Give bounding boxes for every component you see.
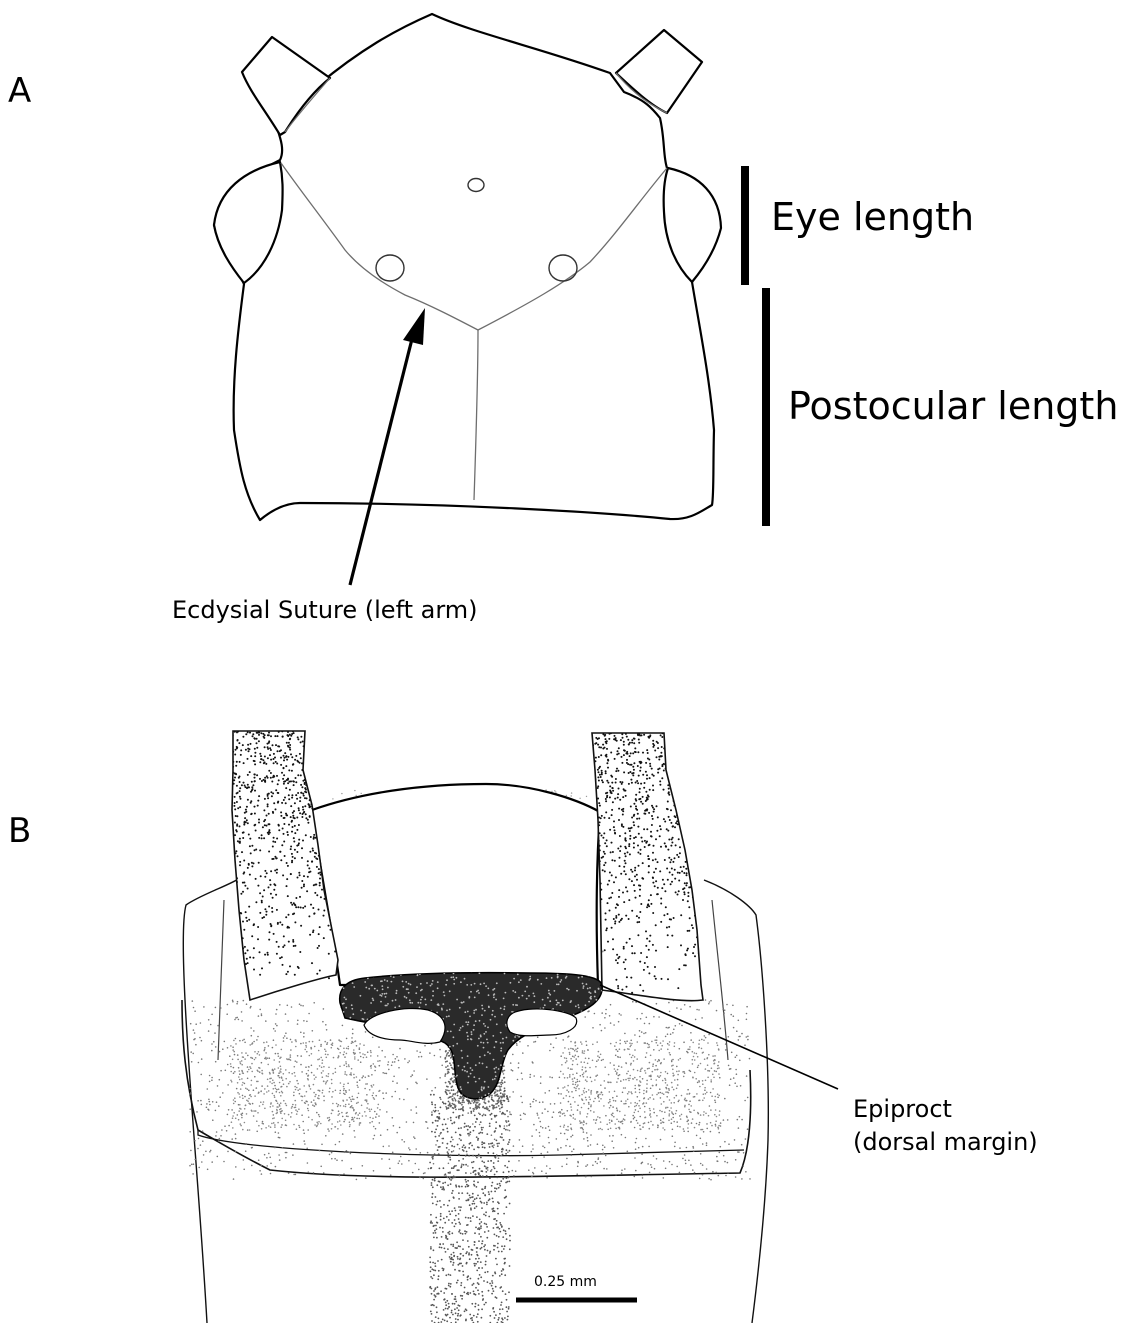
head-capsule-drawing <box>214 14 721 520</box>
epiproct-right-window <box>507 1009 577 1036</box>
scale-bar-label: 0.25 mm <box>534 1274 597 1290</box>
right-cercus <box>592 733 703 1001</box>
panel-b-letter: B <box>8 811 31 851</box>
abdomen-tip-drawing <box>182 730 768 1323</box>
suture-label: Ecdysial Suture (left arm) <box>172 596 478 624</box>
postocular-length-label: Postocular length <box>788 384 1118 428</box>
epiproct-label-line1: Epiproct <box>853 1095 952 1123</box>
panel-b: B Epiproct (dorsal margin <box>8 730 1038 1323</box>
eye-length-label: Eye length <box>771 195 974 239</box>
tergite-plate <box>312 784 600 985</box>
panel-a: A Eye length Postocular <box>8 14 1118 624</box>
panel-a-letter: A <box>8 71 31 111</box>
epiproct-label-line2: (dorsal margin) <box>853 1128 1038 1156</box>
